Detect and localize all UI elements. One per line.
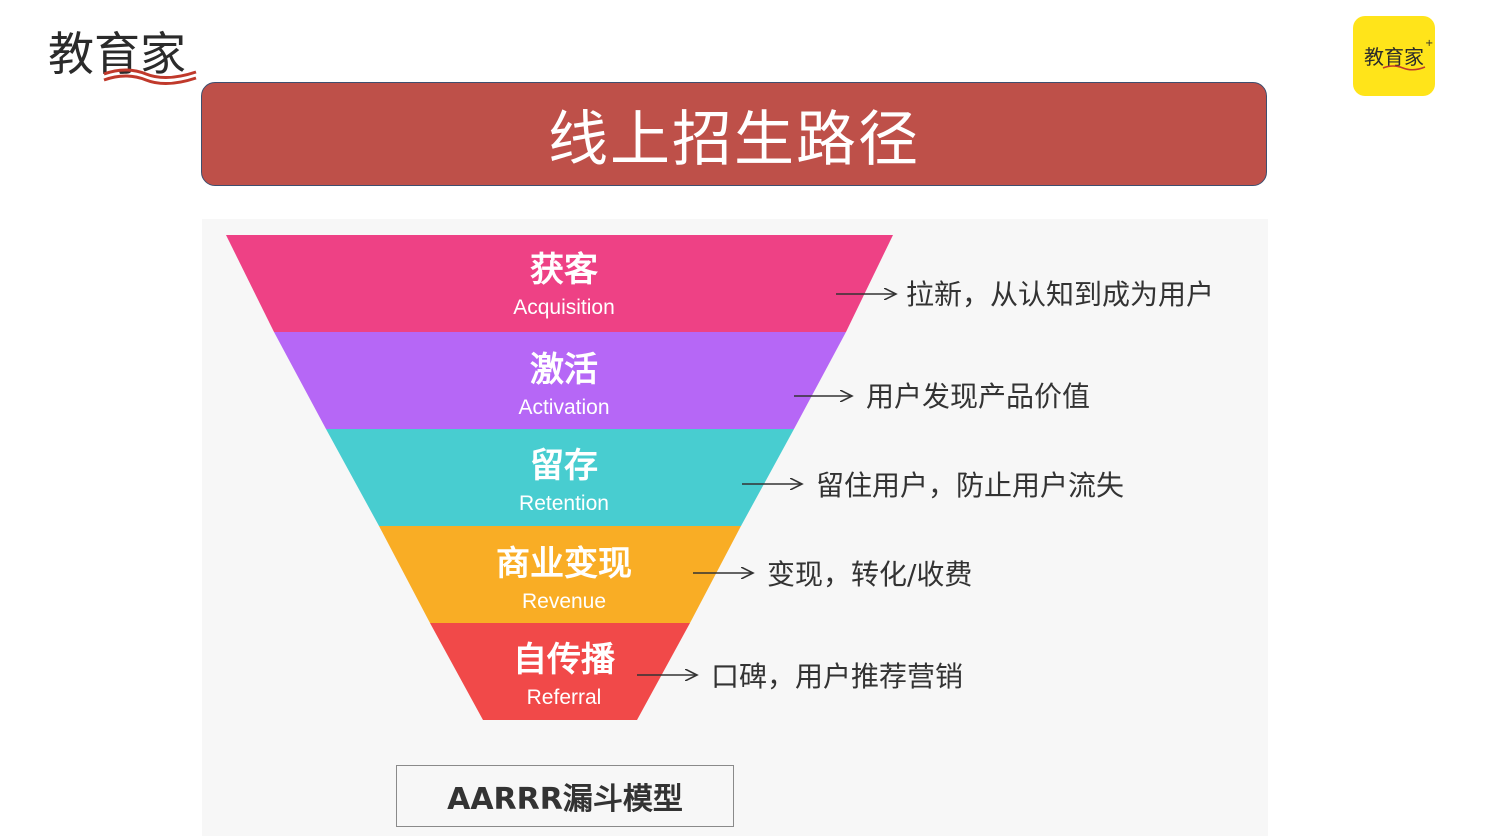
funnel-stage-retention (326, 429, 794, 526)
funnel-stage-acquisition (226, 235, 893, 332)
stage-retention-desc: 留住用户，防止用户流失 (816, 469, 1124, 502)
stage-referral-en: Referral (527, 686, 602, 709)
funnel-stage-referral (430, 623, 690, 720)
stage-retention-cn: 留存 (530, 446, 598, 486)
stage-referral-desc: 口碑，用户推荐营销 (711, 660, 963, 693)
stage-acquisition-en: Acquisition (513, 296, 615, 319)
brand-logo: 教育家 (48, 27, 197, 85)
badge-plus-icon: + (1425, 38, 1433, 49)
model-label: AARRR漏斗模型 (447, 782, 683, 817)
stage-referral-cn: 自传播 (513, 640, 616, 680)
brand-badge-graphic: 教育家 + (1364, 38, 1433, 71)
stage-retention-en: Retention (519, 492, 609, 515)
title-banner: 线上招生路径 (201, 82, 1267, 186)
stage-acquisition-desc: 拉新，从认知到成为用户 (906, 278, 1214, 311)
page-title: 线上招生路径 (548, 104, 920, 175)
logo-wave-2 (103, 74, 197, 85)
logo-wave-1 (103, 68, 197, 79)
stage-revenue-en: Revenue (522, 590, 606, 613)
stage-revenue-cn: 商业变现 (496, 544, 632, 584)
stage-activation-desc: 用户发现产品价值 (866, 380, 1090, 413)
brand-badge-text: 教育家 (1364, 45, 1424, 69)
funnel-stage-activation (274, 332, 846, 429)
stage-acquisition-cn: 获客 (530, 250, 598, 290)
stage-activation-cn: 激活 (530, 350, 598, 390)
model-label-box: AARRR漏斗模型 (396, 765, 734, 827)
brand-badge: 教育家 + (1353, 16, 1435, 96)
stage-activation-en: Activation (518, 396, 609, 419)
badge-wave (1382, 65, 1426, 71)
funnel-stage-revenue (379, 526, 741, 623)
stage-revenue-desc: 变现，转化/收费 (767, 558, 972, 591)
